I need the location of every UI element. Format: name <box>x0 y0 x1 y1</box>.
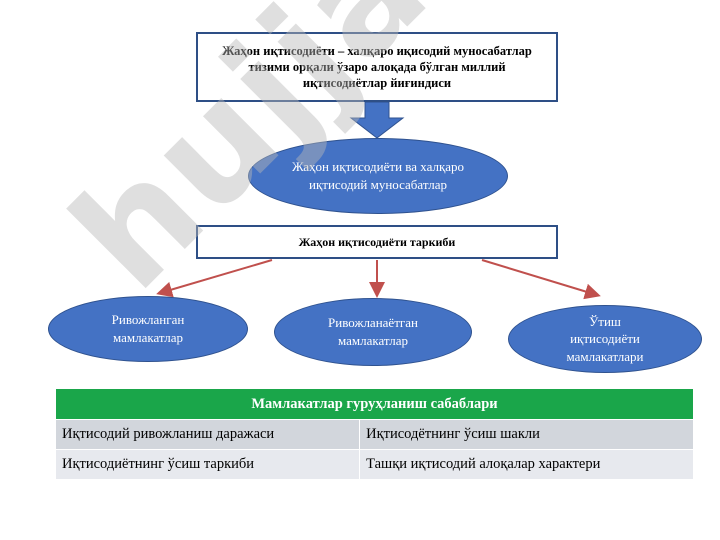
down-arrow-icon <box>349 101 405 139</box>
table-row: Иқтисодиётнинг ўсиш таркиби Ташқи иқтисо… <box>54 449 694 480</box>
arrow-to-developed <box>156 259 273 298</box>
definition-box: Жаҳон иқтисодиёти – халқаро иқисодий мун… <box>196 32 558 102</box>
table-row: Иқтисодий ривожланиш даражаси Иқтисодётн… <box>54 419 694 450</box>
arrow-to-transition <box>481 259 601 300</box>
table-header: Мамлакатлар гуруҳланиш сабаблари <box>55 388 694 420</box>
developed-countries-oval: Ривожланган мамлакатлар <box>48 296 248 362</box>
grouping-reasons-table: Мамлакатлар гуруҳланиш сабаблари Иқтисод… <box>54 388 694 480</box>
table-cell: Ташқи иқтисодий алоқалар характери <box>359 449 694 480</box>
developing-countries-label: Ривожланаётган мамлакатлар <box>328 315 418 348</box>
structure-box: Жаҳон иқтисодиёти таркиби <box>196 225 558 259</box>
table-cell: Иқтисодиётнинг ўсиш таркиби <box>54 449 361 480</box>
transition-economies-label: Ўтиш иқтисодиёти мамлакатлари <box>566 313 644 364</box>
developed-countries-label: Ривожланган мамлакатлар <box>111 312 185 345</box>
table-cell: Иқтисодётнинг ўсиш шакли <box>359 419 694 450</box>
main-topic-text: Жаҳон иқтисодиёти ва халқаро иқтисодий м… <box>291 159 465 192</box>
structure-text: Жаҳон иқтисодиёти таркиби <box>298 234 456 249</box>
transition-economies-oval: Ўтиш иқтисодиёти мамлакатлари <box>508 305 702 373</box>
developing-countries-oval: Ривожланаётган мамлакатлар <box>274 298 472 366</box>
main-topic-oval: Жаҳон иқтисодиёти ва халқаро иқтисодий м… <box>248 138 508 214</box>
definition-text: Жаҳон иқтисодиёти – халқаро иқисодий мун… <box>222 43 532 91</box>
table-cell: Иқтисодий ривожланиш даражаси <box>54 419 361 450</box>
